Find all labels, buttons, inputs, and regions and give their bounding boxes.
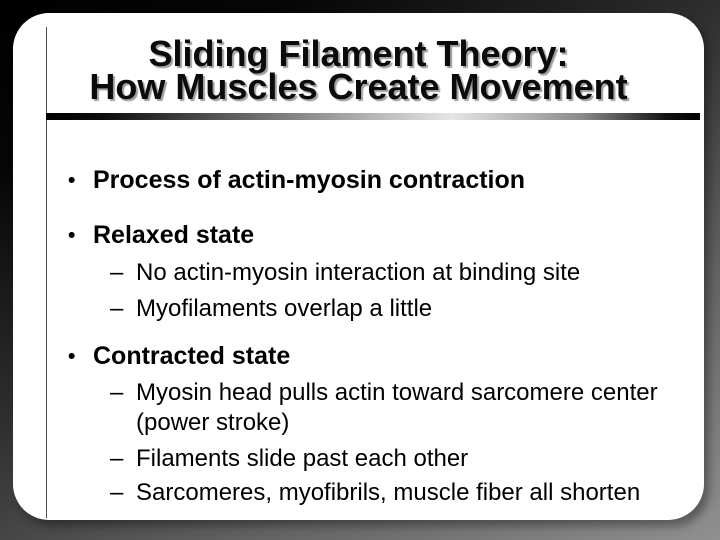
bullet-icon: • — [68, 224, 76, 247]
sub-bullet-text: Myosin head pulls actin toward sarcomere… — [136, 379, 658, 436]
sub-bullet-text: No actin-myosin interaction at binding s… — [136, 259, 581, 286]
dash-icon: – — [110, 445, 124, 472]
bullet-text: Contracted state — [93, 342, 291, 370]
sub-bullet-item: – Sarcomeres, myofibrils, muscle fiber a… — [110, 478, 696, 508]
dash-icon: – — [110, 295, 124, 322]
bullet-icon: • — [68, 169, 76, 192]
bullet-list: • Process of actin-myosin contraction • … — [61, 159, 696, 508]
dash-icon: – — [110, 259, 124, 286]
title-line-2: How Muscles Create Movement — [89, 66, 628, 107]
sub-bullet-text: Myofilaments overlap a little — [136, 295, 433, 322]
bullet-icon: • — [68, 345, 76, 368]
title-underline-rule — [46, 113, 700, 120]
bullet-text: Relaxed state — [93, 221, 255, 249]
bullet-item: • Process of actin-myosin contraction — [61, 166, 696, 195]
sub-bullet-item: – No actin-myosin interaction at binding… — [110, 258, 696, 288]
slide-title: Sliding Filament Theory: How Muscles Cre… — [13, 33, 704, 107]
bullet-item: • Contracted state — [61, 342, 696, 371]
slide-panel: Sliding Filament Theory: How Muscles Cre… — [13, 13, 704, 520]
title-line-1: Sliding Filament Theory: — [148, 33, 569, 74]
left-margin-line — [46, 27, 47, 518]
sub-bullet-item: – Filaments slide past each other — [110, 444, 696, 474]
sub-bullet-item: – Myosin head pulls actin toward sarcome… — [110, 378, 696, 438]
sub-bullet-text: Sarcomeres, myofibrils, muscle fiber all… — [136, 479, 641, 506]
bullet-item: • Relaxed state — [61, 221, 696, 250]
sub-bullet-item: – Myofilaments overlap a little — [110, 294, 696, 324]
sub-bullet-text: Filaments slide past each other — [136, 445, 469, 472]
bullet-text: Process of actin-myosin contraction — [93, 166, 526, 194]
dash-icon: – — [110, 479, 124, 506]
dash-icon: – — [110, 379, 124, 406]
